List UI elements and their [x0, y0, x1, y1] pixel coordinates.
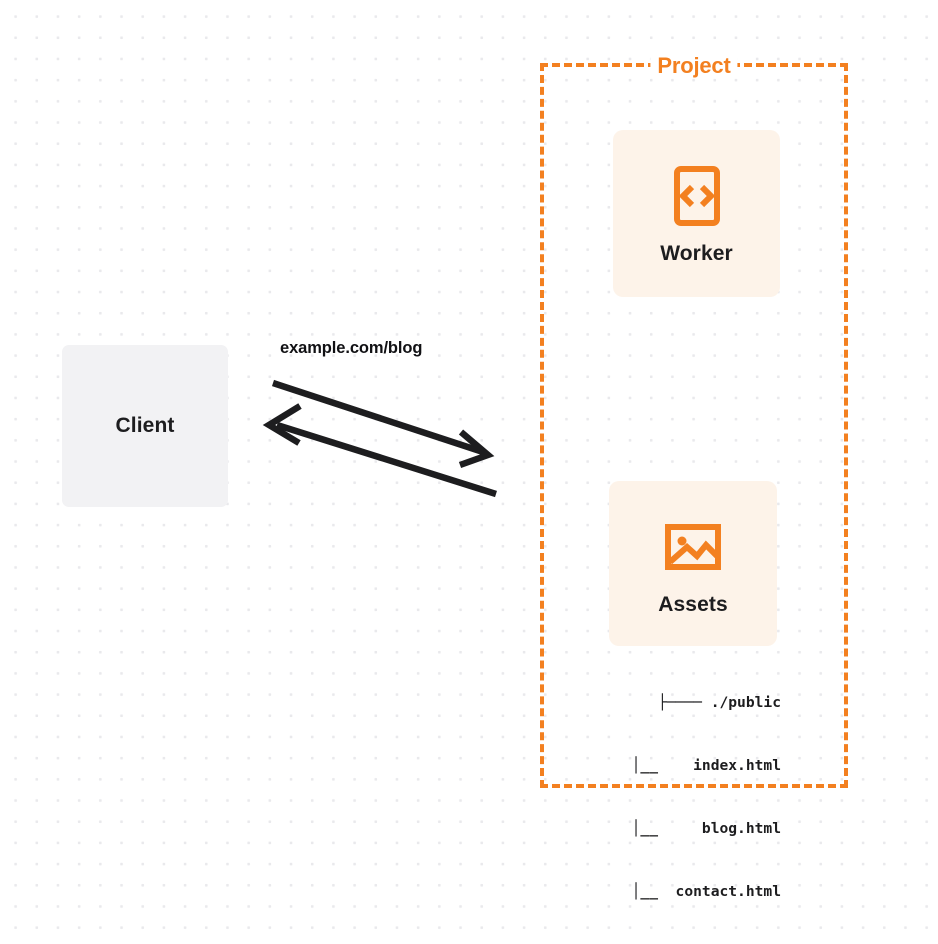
response-arrow-icon	[262, 403, 497, 498]
file-tree-row: │__ index.html	[631, 757, 781, 774]
assets-node[interactable]: Assets	[609, 481, 777, 646]
project-container: Project	[540, 55, 848, 788]
image-icon	[665, 523, 721, 570]
code-brackets-icon	[673, 165, 720, 226]
request-arrow-icon	[271, 379, 495, 469]
file-tree-row: ├──── ./public	[657, 694, 781, 711]
file-tree-row: │__ blog.html	[631, 820, 781, 837]
connection-arrows	[262, 379, 497, 498]
project-title: Project	[650, 55, 738, 77]
request-url-label: example.com/blog	[280, 339, 423, 357]
worker-node[interactable]: Worker	[613, 130, 780, 297]
worker-label: Worker	[660, 241, 733, 265]
file-tree-row: │__ contact.html	[631, 883, 781, 900]
client-node[interactable]: Client	[62, 345, 228, 507]
client-label: Client	[115, 414, 175, 437]
assets-label: Assets	[658, 592, 728, 616]
diagram-canvas: Client example.com/blog Project Worker	[62, 55, 848, 900]
assets-file-tree: ├──── ./public │__ index.html │__ blog.h…	[585, 650, 781, 944]
